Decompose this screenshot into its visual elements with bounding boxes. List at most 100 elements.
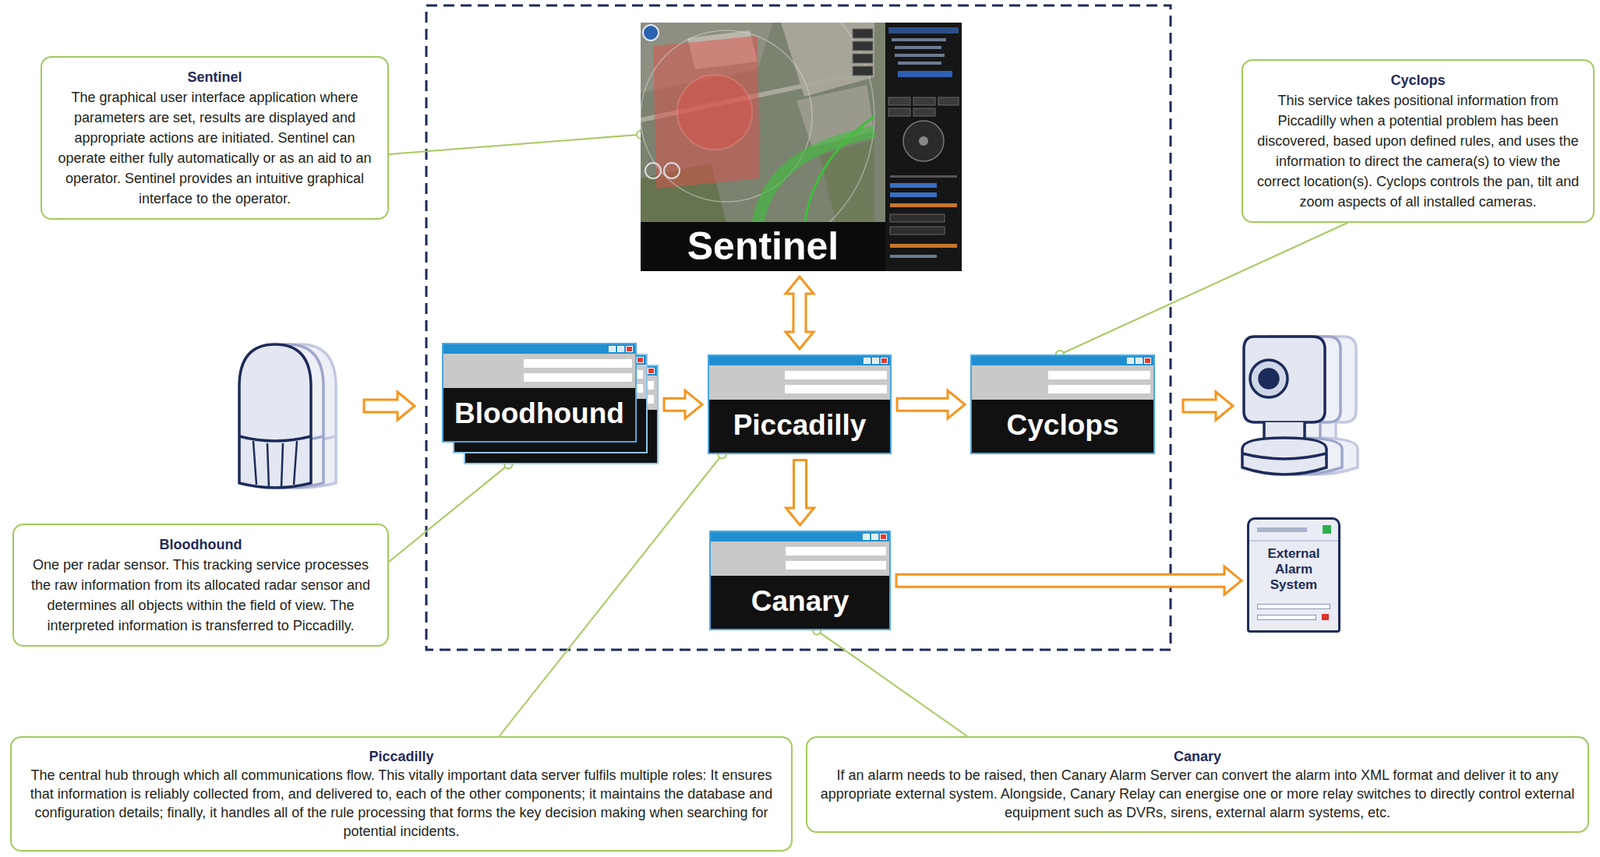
input-field	[1048, 370, 1151, 380]
map-detail	[890, 183, 937, 188]
input-field	[784, 370, 887, 380]
service-window-stack: Bloodhound	[441, 342, 659, 465]
title-bar	[709, 356, 891, 366]
flow-arrow	[896, 566, 1242, 595]
map-detail	[890, 203, 958, 208]
input-field	[784, 384, 887, 394]
alarm-server: External Alarm System	[1246, 517, 1341, 633]
status-light	[1322, 525, 1332, 534]
map-detail	[852, 66, 873, 76]
window-button	[636, 356, 644, 364]
input-field	[1048, 384, 1151, 394]
window-button	[863, 357, 871, 364]
map-detail	[897, 61, 942, 65]
callout-text: The central hub through which all commun…	[24, 766, 779, 841]
map-detail	[897, 70, 953, 78]
connector-group	[388, 130, 645, 155]
title-bar	[443, 344, 636, 354]
label-band: Sentinel	[640, 222, 886, 272]
screen-title: Sentinel	[687, 225, 839, 269]
illustration-part	[239, 436, 311, 442]
callout-text: This service takes positional informatio…	[1255, 90, 1581, 212]
leader-line	[499, 454, 723, 737]
connector-group	[1056, 222, 1348, 359]
illustration-part	[1242, 437, 1327, 475]
flow-arrow	[785, 276, 814, 350]
callout-heading: Bloodhound	[26, 534, 375, 555]
map-detail	[888, 108, 911, 117]
connector-group	[812, 626, 968, 737]
window-button	[1126, 357, 1134, 364]
server-bottom	[1249, 596, 1339, 631]
map-detail	[913, 108, 936, 117]
connector-group	[664, 390, 703, 419]
connector-group	[785, 276, 814, 350]
map-detail	[894, 53, 945, 57]
window-button	[1135, 357, 1143, 364]
map-detail	[890, 214, 945, 223]
server-slot	[1257, 614, 1317, 621]
input-arrow	[363, 392, 415, 421]
server-label: External Alarm System	[1249, 541, 1339, 597]
service-window: Canary	[709, 530, 891, 631]
connector-group	[897, 390, 965, 419]
map-detail	[888, 97, 911, 106]
callout-text: If an alarm needs to be raised, then Can…	[819, 766, 1576, 823]
service-window: Piccadilly	[707, 354, 892, 455]
service-window: Bloodhound	[441, 342, 637, 443]
callout-text: One per radar sensor. This tracking serv…	[26, 554, 375, 636]
callout-box: PiccadillyThe central hub through which …	[10, 736, 793, 852]
window-button	[879, 533, 887, 541]
callout-heading: Canary	[819, 747, 1576, 767]
server-slot	[1257, 527, 1307, 533]
input-field	[785, 547, 887, 556]
map-detail	[890, 226, 945, 235]
service-window: Cyclops	[970, 354, 1155, 455]
flow-arrow	[786, 459, 815, 526]
map-detail	[819, 139, 875, 223]
callout-text: The graphical user interface application…	[54, 87, 375, 209]
map-detail	[891, 38, 947, 42]
map-detail	[852, 41, 873, 51]
window-label: Cyclops	[1006, 408, 1120, 443]
map-detail	[918, 136, 929, 146]
map-detail	[852, 53, 873, 64]
label-band: Bloodhound	[443, 388, 636, 442]
server-slot	[1257, 603, 1331, 610]
map-detail	[645, 162, 661, 179]
gui-screenshot: Sentinel	[640, 22, 962, 272]
map-detail	[852, 28, 873, 39]
window-button	[871, 533, 879, 541]
title-bar	[710, 532, 890, 542]
server-top	[1249, 519, 1339, 542]
map-detail	[664, 162, 680, 179]
window-label: Bloodhound	[454, 396, 625, 431]
map-detail	[903, 120, 944, 162]
map-detail	[894, 45, 942, 50]
map-detail	[938, 97, 959, 106]
illustration-part	[1259, 369, 1279, 389]
map-detail	[804, 116, 875, 226]
callout-box: CanaryIf an alarm needs to be raised, th…	[805, 736, 1590, 834]
illustration-part	[1243, 336, 1325, 423]
map-detail	[890, 192, 937, 198]
map-detail	[640, 22, 962, 272]
connector-group	[786, 459, 815, 526]
callout-box: CyclopsThis service takes positional inf…	[1241, 59, 1595, 223]
map-detail	[653, 35, 760, 189]
illustration-part	[1242, 453, 1327, 460]
flow-arrow	[664, 390, 703, 419]
label-band: Cyclops	[971, 399, 1154, 453]
leader-line	[388, 464, 509, 562]
window-label: Piccadilly	[733, 408, 867, 443]
label-band: Canary	[710, 575, 890, 629]
output-arrow	[1183, 392, 1233, 421]
callout-heading: Sentinel	[54, 67, 375, 88]
window-button	[647, 367, 655, 375]
window-button	[862, 533, 870, 541]
window-button	[617, 346, 625, 353]
map-detail	[642, 24, 659, 41]
title-bar	[971, 356, 1154, 366]
input-field	[523, 359, 633, 368]
